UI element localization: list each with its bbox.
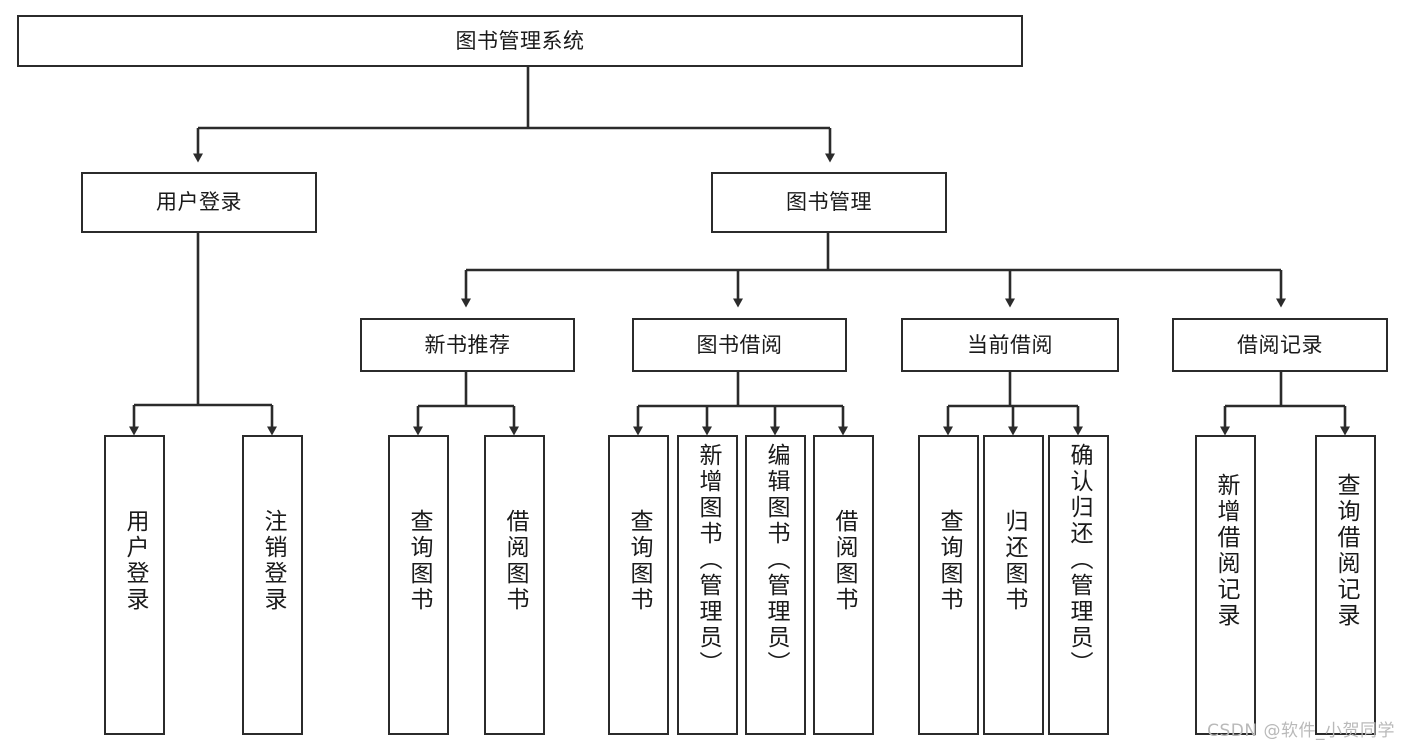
node-user-login[interactable]: 用户登录 <box>81 172 317 233</box>
node-current-borrow-label: 当前借阅 <box>967 332 1053 357</box>
leaf-borrow-book-1-label: 借阅图书 <box>502 509 528 613</box>
node-book-manage[interactable]: 图书管理 <box>711 172 947 233</box>
leaf-query-book-2-label: 查询图书 <box>626 509 652 613</box>
csdn-watermark: CSDN @软件_小贺同学 <box>1207 721 1395 741</box>
leaf-add-book-label: 新增图书（管理员） <box>695 443 721 677</box>
leaf-add-record-label: 新增借阅记录 <box>1213 473 1239 629</box>
leaf-confirm-return[interactable]: 确认归还（管理员） <box>1048 435 1109 735</box>
node-borrow-record-label: 借阅记录 <box>1237 332 1323 357</box>
leaf-add-record[interactable]: 新增借阅记录 <box>1195 435 1256 735</box>
node-current-borrow[interactable]: 当前借阅 <box>901 318 1119 372</box>
leaf-query-book-1[interactable]: 查询图书 <box>388 435 449 735</box>
leaf-query-book-1-label: 查询图书 <box>406 509 432 613</box>
leaf-confirm-return-label: 确认归还（管理员） <box>1066 443 1092 677</box>
leaf-edit-book[interactable]: 编辑图书（管理员） <box>745 435 806 735</box>
leaf-add-book[interactable]: 新增图书（管理员） <box>677 435 738 735</box>
leaf-return-book-label: 归还图书 <box>1001 509 1027 613</box>
leaf-edit-book-label: 编辑图书（管理员） <box>763 443 789 677</box>
leaf-query-book-2[interactable]: 查询图书 <box>608 435 669 735</box>
leaf-borrow-book-1[interactable]: 借阅图书 <box>484 435 545 735</box>
leaf-borrow-book-2-label: 借阅图书 <box>831 509 857 613</box>
leaf-query-record-label: 查询借阅记录 <box>1333 473 1359 629</box>
node-user-login-label: 用户登录 <box>156 190 242 215</box>
leaf-query-book-3[interactable]: 查询图书 <box>918 435 979 735</box>
leaf-query-book-3-label: 查询图书 <box>936 509 962 613</box>
leaf-user-login-label: 用户登录 <box>122 509 148 613</box>
node-book-borrow[interactable]: 图书借阅 <box>632 318 847 372</box>
leaf-logout-login-label: 注销登录 <box>260 509 286 613</box>
leaf-user-login[interactable]: 用户登录 <box>104 435 165 735</box>
node-new-book-recommend-label: 新书推荐 <box>424 332 511 357</box>
node-new-book-recommend[interactable]: 新书推荐 <box>360 318 575 372</box>
leaf-borrow-book-2[interactable]: 借阅图书 <box>813 435 874 735</box>
node-root-label: 图书管理系统 <box>455 28 585 53</box>
leaf-query-record[interactable]: 查询借阅记录 <box>1315 435 1376 735</box>
node-book-manage-label: 图书管理 <box>786 190 872 215</box>
leaf-logout-login[interactable]: 注销登录 <box>242 435 303 735</box>
node-book-borrow-label: 图书借阅 <box>696 332 783 357</box>
leaf-return-book[interactable]: 归还图书 <box>983 435 1044 735</box>
node-root[interactable]: 图书管理系统 <box>17 15 1023 67</box>
node-borrow-record[interactable]: 借阅记录 <box>1172 318 1388 372</box>
